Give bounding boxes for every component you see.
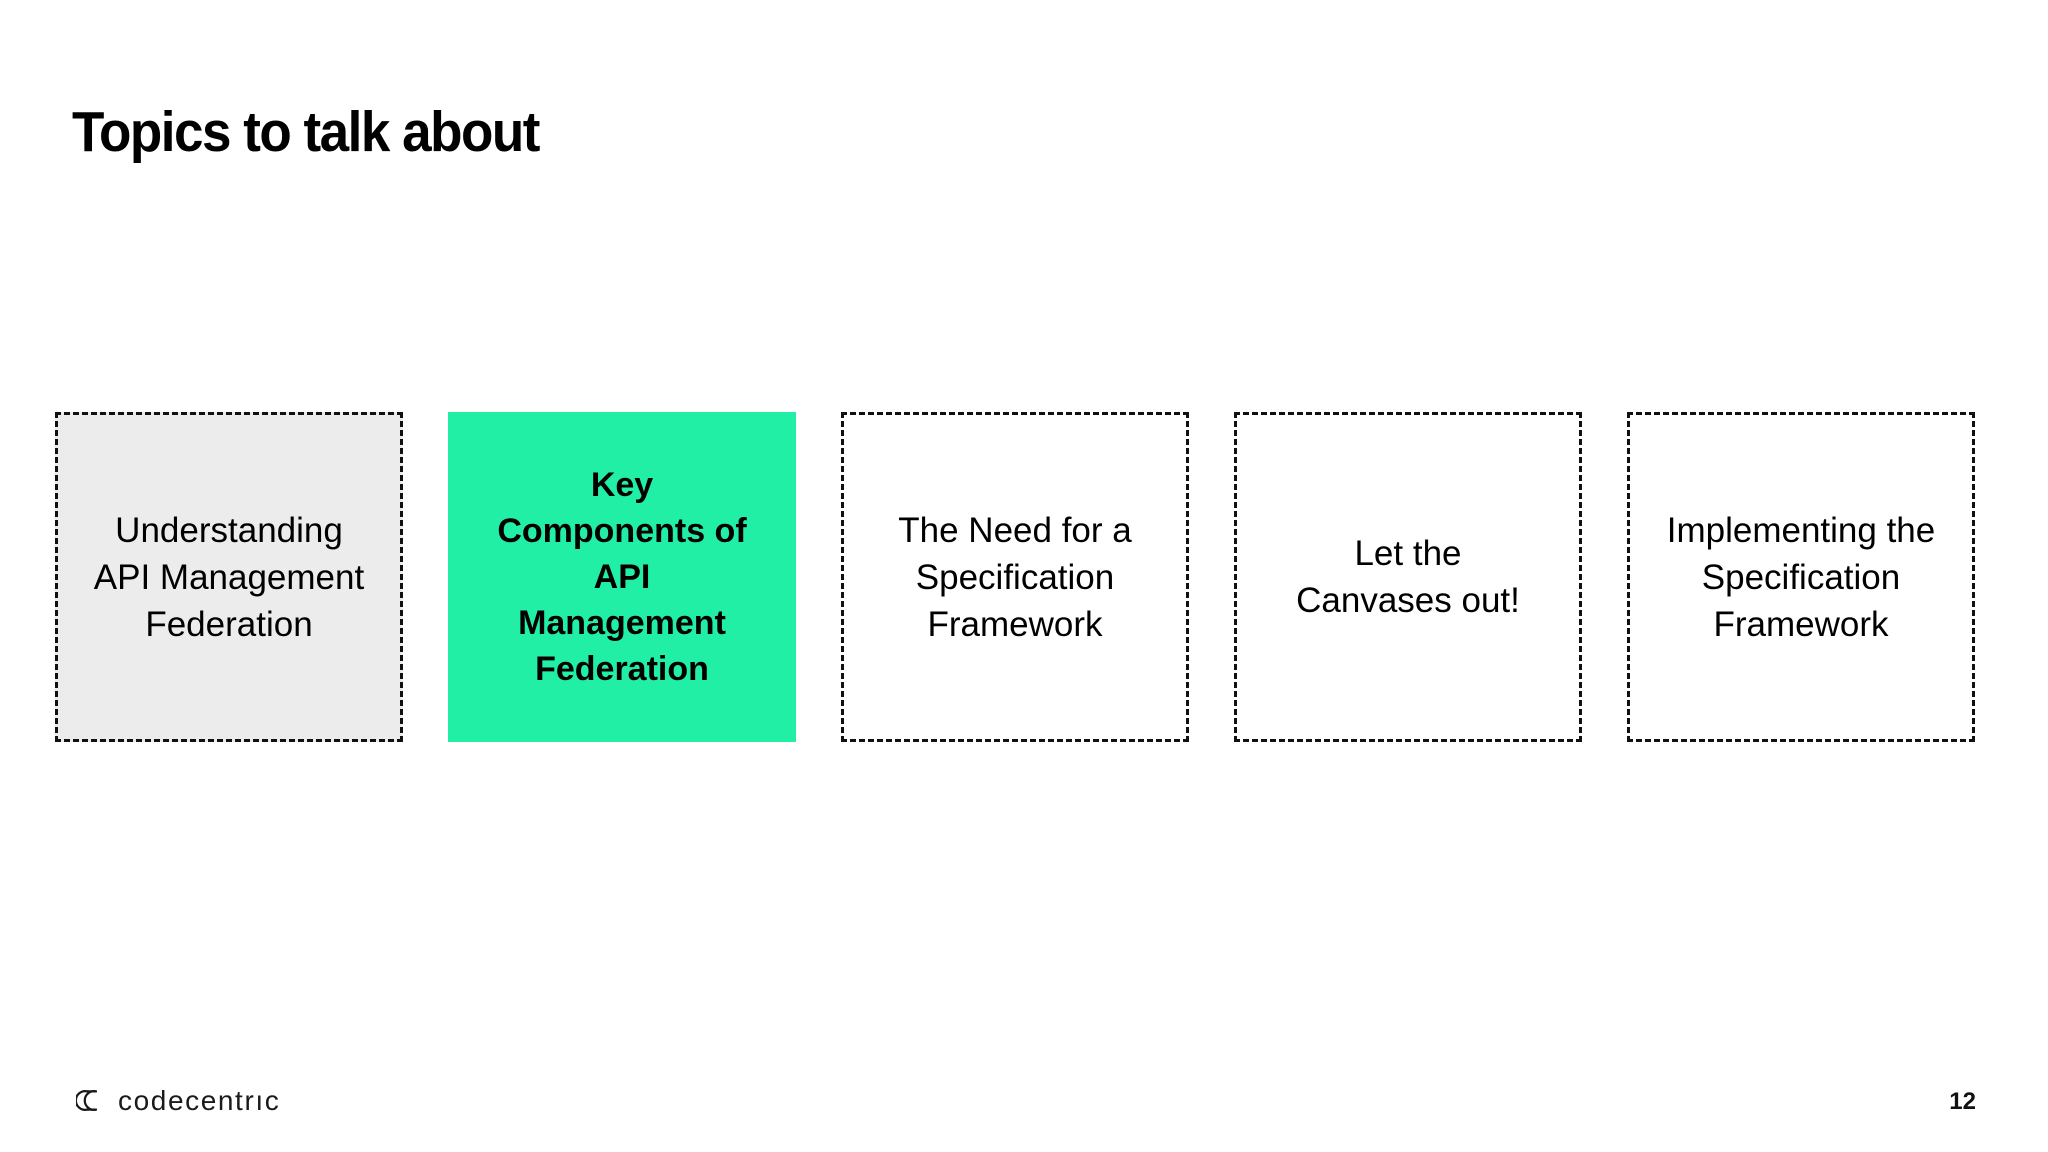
topic-card-label: Let the Canvases out! [1296, 534, 1520, 620]
codecentric-loop-icon [76, 1090, 98, 1111]
topic-card-understanding-api-management-federation[interactable]: Understanding API Management Federation [55, 412, 403, 742]
topic-card-label: Understanding API Management Federation [93, 510, 365, 644]
page-number: 12 [1949, 1088, 1976, 1115]
brand-logo-text: codecentrıc [118, 1084, 281, 1116]
topic-card-label: The Need for a Specification Framework [898, 510, 1132, 644]
topic-card-let-the-canvases-out[interactable]: Let the Canvases out! [1234, 412, 1582, 742]
topic-card-key-components-of-api-management-federation[interactable]: Key Components of API Management Federat… [448, 412, 796, 742]
topic-card-label: Key Components of API Management Federat… [497, 466, 747, 688]
topic-card-label: Implementing the Specification Framework [1666, 510, 1936, 644]
topics-card-strip: Understanding API Management Federation … [55, 412, 1975, 742]
topic-card-implementing-the-specification-framework[interactable]: Implementing the Specification Framework [1627, 412, 1975, 742]
brand-logo: codecentrıc [76, 1085, 280, 1116]
topic-card-the-need-for-a-specification-framework[interactable]: The Need for a Specification Framework [841, 412, 1189, 742]
page-title: Topics to talk about [72, 100, 540, 165]
